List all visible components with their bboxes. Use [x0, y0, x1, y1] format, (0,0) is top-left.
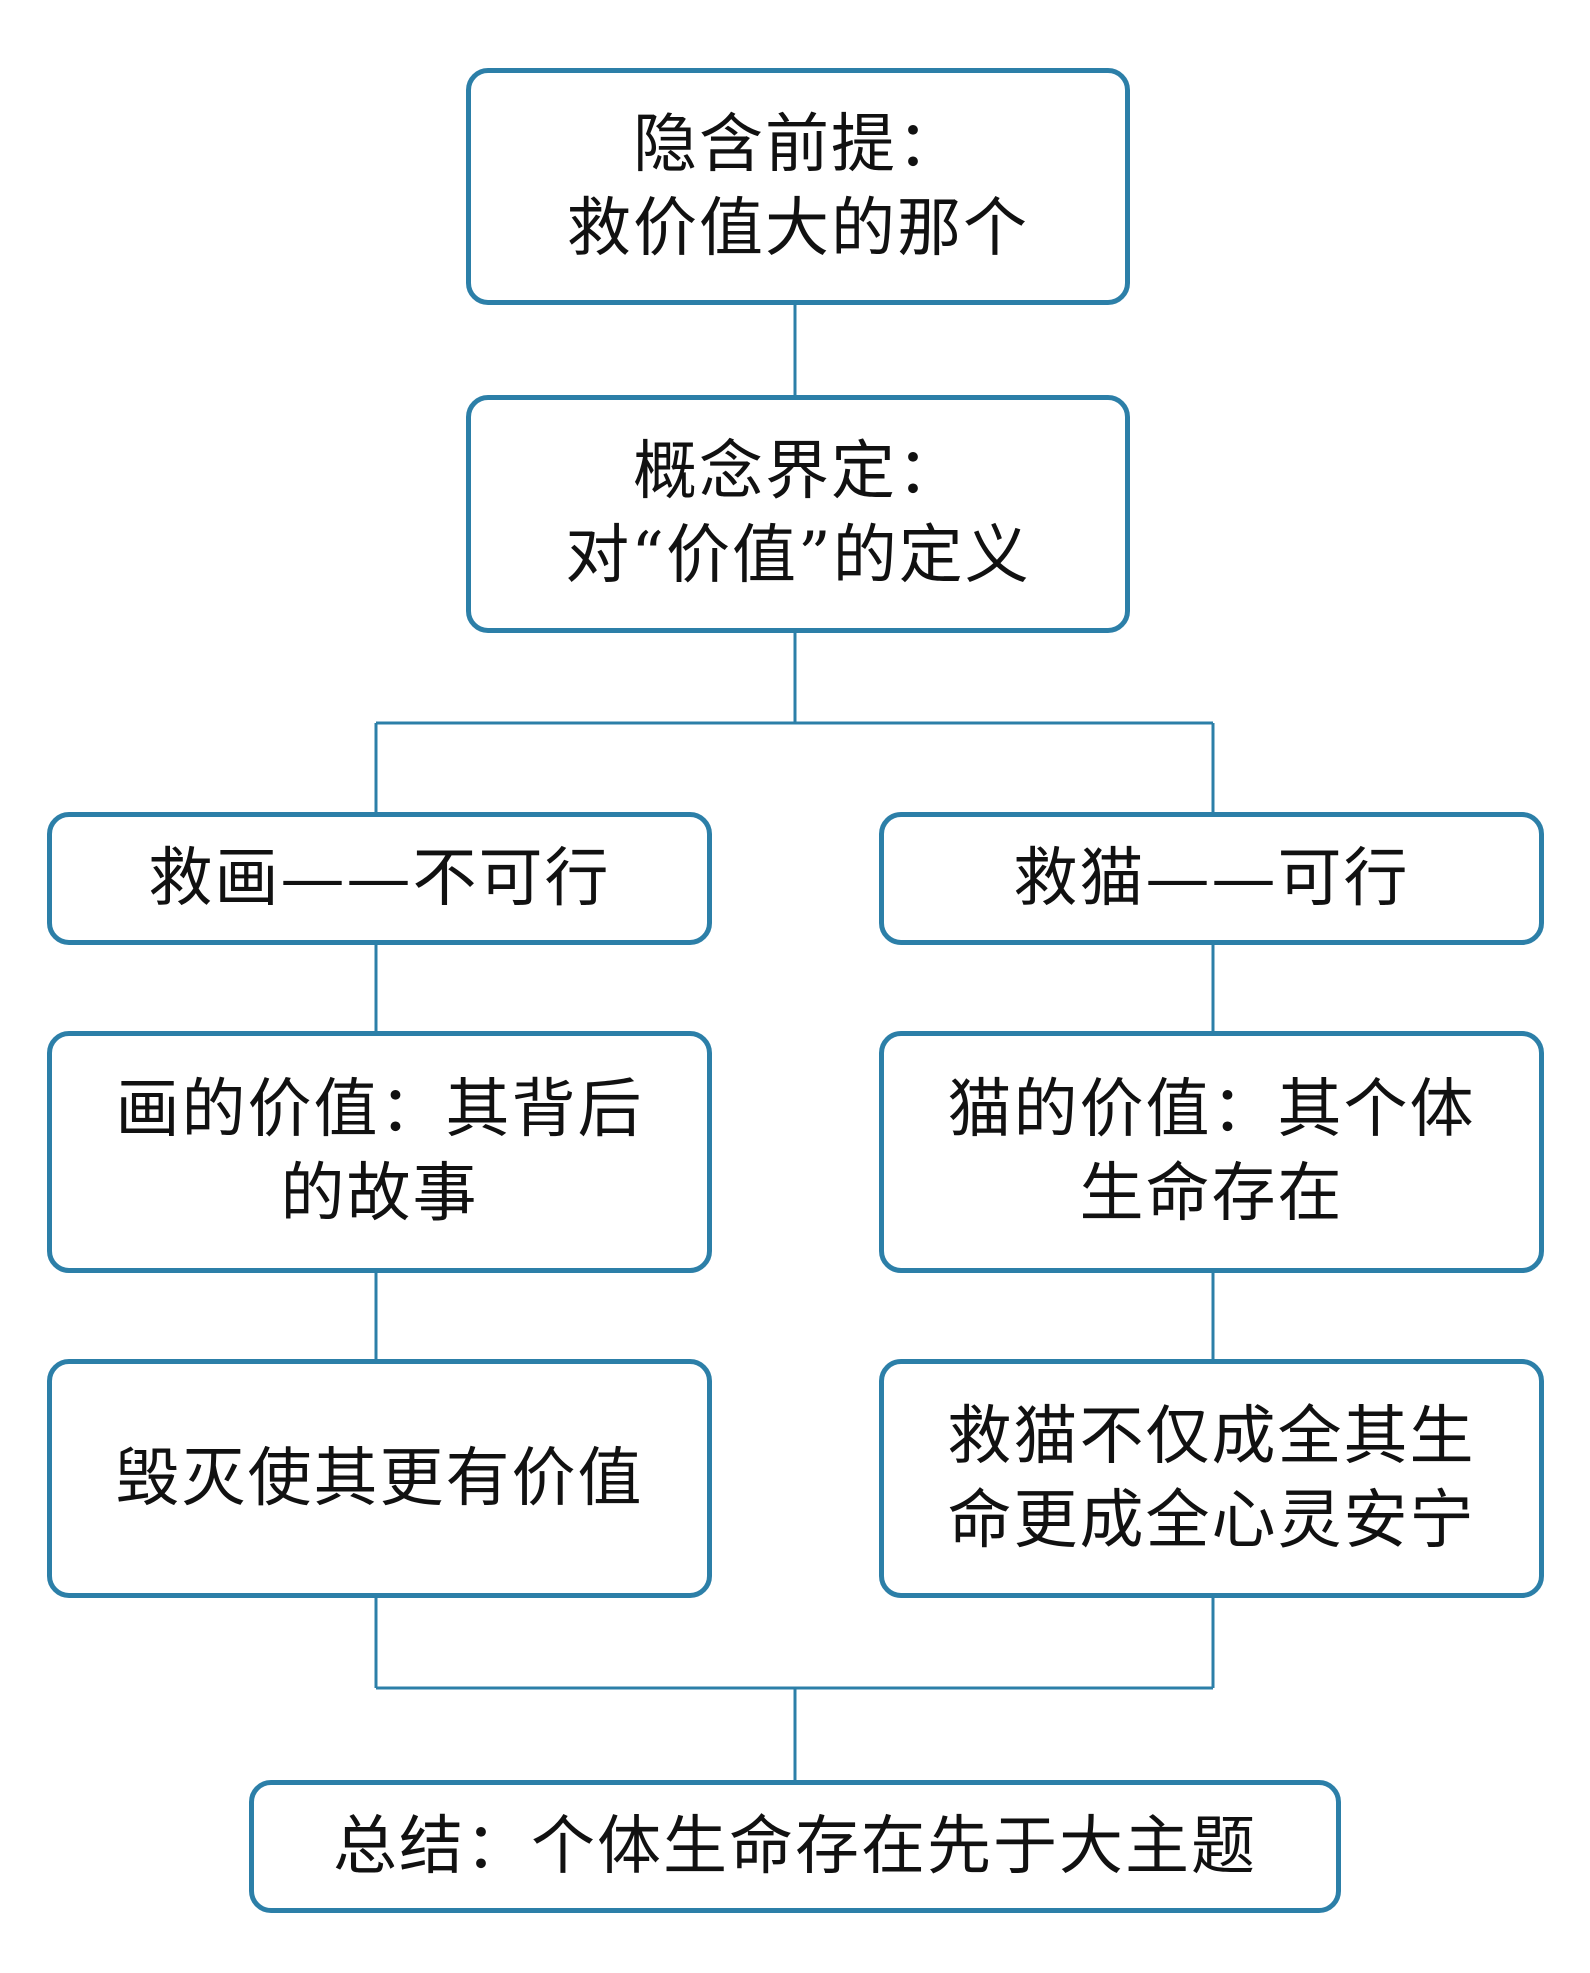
- conclusion-box: 总结：个体生命存在先于大主题: [249, 1780, 1341, 1913]
- left-verdict-text: 救画——不可行: [148, 841, 611, 916]
- left-consequence-text: 毁灭使其更有价值: [115, 1441, 644, 1516]
- right-value-box: 猫的价值：其个体 生命存在: [879, 1031, 1544, 1273]
- right-verdict-text: 救猫——可行: [1013, 841, 1410, 916]
- definition-text: 对“价值”的定义: [565, 519, 1031, 593]
- premise-title: 隐含前提：: [633, 107, 963, 182]
- right-value-line1: 猫的价值：其个体: [947, 1073, 1476, 1147]
- premise-box: 隐含前提： 救价值大的那个: [466, 68, 1130, 305]
- right-consequence-line2: 命更成全心灵安宁: [947, 1483, 1476, 1558]
- conclusion-text: 总结：个体生命存在先于大主题: [333, 1809, 1257, 1884]
- definition-box: 概念界定： 对“价值”的定义: [466, 395, 1130, 633]
- left-consequence-box: 毁灭使其更有价值: [47, 1359, 712, 1598]
- definition-title: 概念界定：: [633, 435, 963, 509]
- right-consequence-box: 救猫不仅成全其生 命更成全心灵安宁: [879, 1359, 1544, 1598]
- premise-text: 救价值大的那个: [567, 191, 1029, 266]
- left-value-line1: 画的价值：其背后: [115, 1073, 644, 1147]
- right-consequence-line1: 救猫不仅成全其生: [947, 1399, 1476, 1474]
- left-value-box: 画的价值：其背后 的故事: [47, 1031, 712, 1273]
- left-verdict-box: 救画——不可行: [47, 812, 712, 945]
- right-value-line2: 生命存在: [1079, 1157, 1344, 1231]
- right-verdict-box: 救猫——可行: [879, 812, 1544, 945]
- left-value-line2: 的故事: [280, 1157, 479, 1231]
